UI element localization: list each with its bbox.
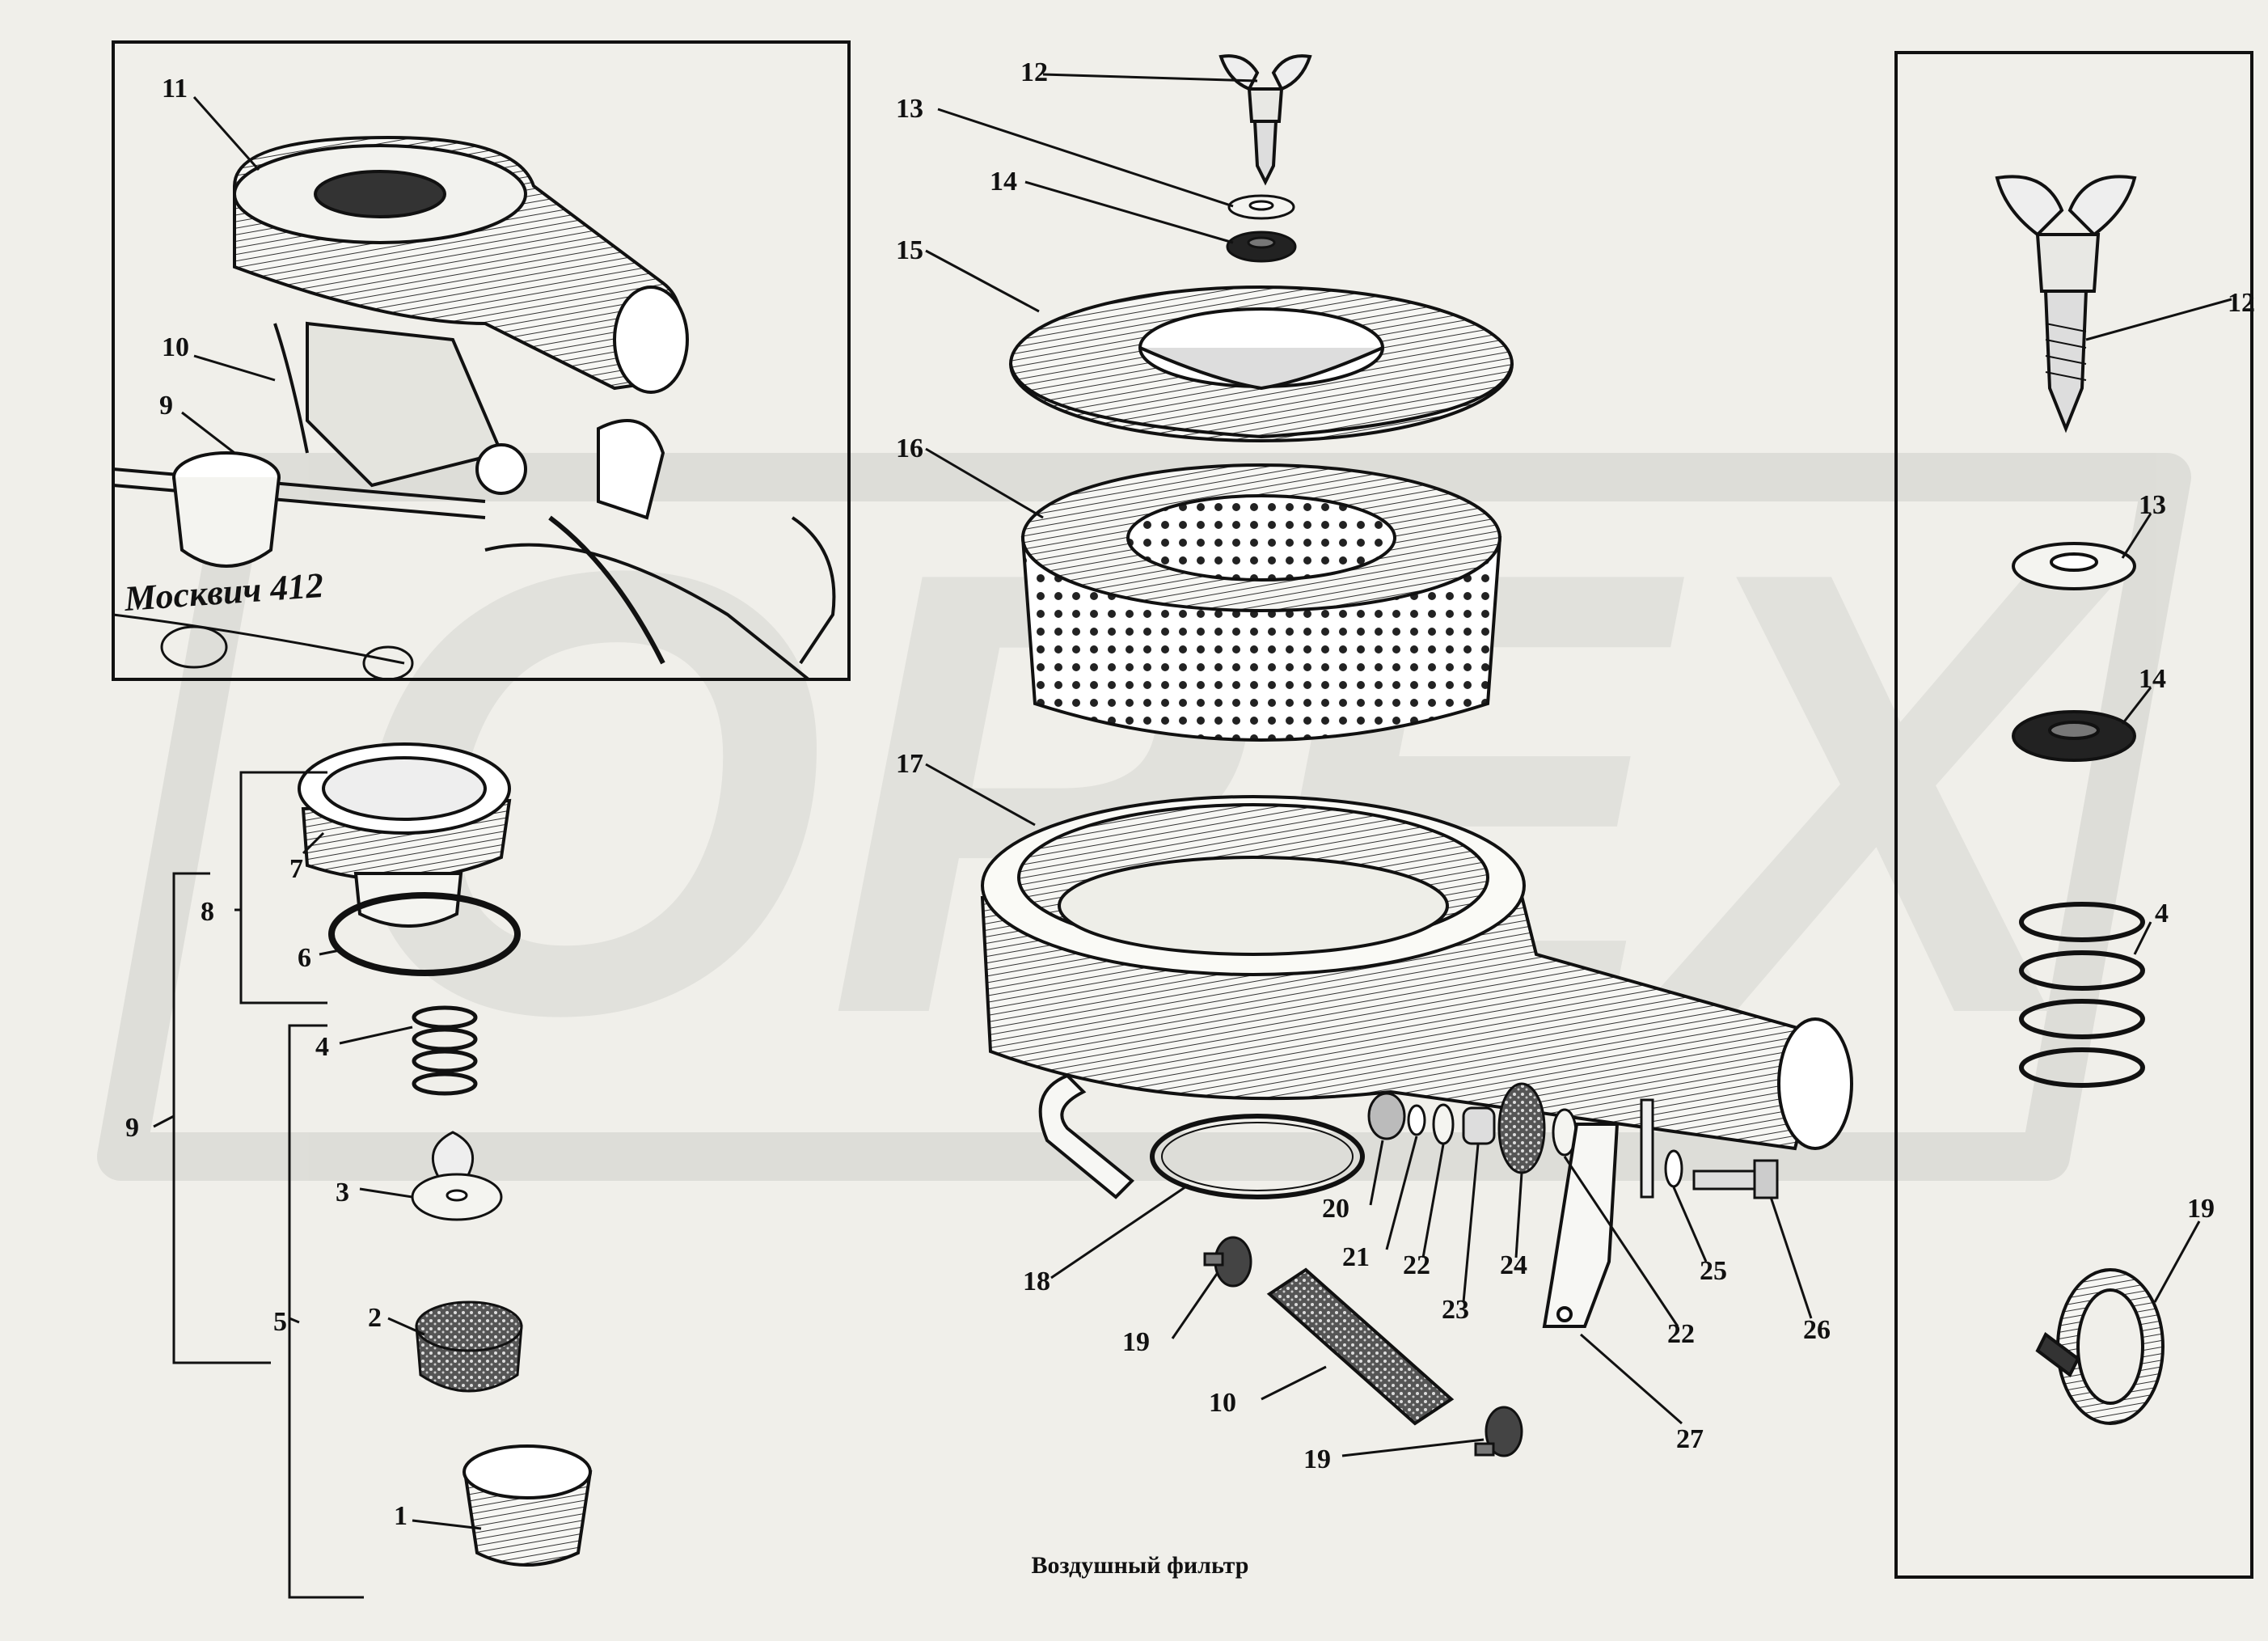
bracket-lines xyxy=(172,771,364,1599)
wing-nut xyxy=(1218,54,1312,186)
cup-1 xyxy=(462,1444,593,1567)
float-valve-3 xyxy=(411,1131,503,1221)
inset-engine-script: Москвич 412 xyxy=(122,565,324,619)
callout-numbers: 12 13 14 15 16 17 18 19 10 19 20 21 22 2… xyxy=(125,57,2255,1531)
filter-element xyxy=(1020,463,1502,742)
callout-23: 23 xyxy=(1442,1295,1469,1325)
callout-22a: 22 xyxy=(1403,1250,1430,1280)
callout-ticks xyxy=(153,908,300,1324)
inset-fuel-filter xyxy=(172,451,281,568)
washer-25 xyxy=(1664,1149,1683,1188)
hose-clamp-19b xyxy=(1474,1406,1523,1457)
figure-caption: Воздушный фильтр xyxy=(1032,1552,1249,1579)
lock-washer-21 xyxy=(1407,1104,1426,1136)
callout-6: 6 xyxy=(298,943,311,973)
callout-14: 14 xyxy=(990,167,1017,197)
callout-9-inset: 9 xyxy=(159,391,173,421)
callout-8: 8 xyxy=(201,897,214,927)
gasket-ring xyxy=(1150,1114,1365,1199)
callout-20: 20 xyxy=(1322,1194,1349,1224)
callout-11: 11 xyxy=(162,74,188,104)
callout-5: 5 xyxy=(273,1307,287,1337)
drain-tube xyxy=(1038,1073,1134,1199)
rubber-washer-large xyxy=(2012,710,2136,762)
inset-air-cleaner-housing xyxy=(233,135,689,394)
callout-26: 26 xyxy=(1803,1315,1831,1345)
spacer-plate xyxy=(1640,1098,1654,1199)
callout-21: 21 xyxy=(1342,1242,1370,1272)
callout-15: 15 xyxy=(896,235,923,265)
callout-27: 27 xyxy=(1676,1424,1704,1454)
inset-engine-block xyxy=(112,613,414,681)
flat-washer-large xyxy=(2012,542,2136,590)
callout-18: 18 xyxy=(1023,1267,1050,1296)
sleeve-23 xyxy=(1462,1106,1496,1145)
detail-panel-right xyxy=(1894,51,2253,1579)
spring-4 xyxy=(412,1005,478,1096)
rubber-bushing-24 xyxy=(1497,1082,1546,1174)
callout-2: 2 xyxy=(368,1303,382,1333)
callout-12-detail: 12 xyxy=(2228,288,2255,318)
wing-nut-large xyxy=(1995,175,2137,434)
filter-cover xyxy=(1009,285,1514,442)
inset-engine-view: Москвич 412 xyxy=(112,40,851,681)
callout-7: 7 xyxy=(289,854,303,884)
filter-mesh-2 xyxy=(415,1301,523,1393)
washer-22a xyxy=(1432,1103,1455,1145)
fuel-bowl-7 xyxy=(298,742,512,928)
callout-22b: 22 xyxy=(1667,1319,1695,1349)
callout-10-inset: 10 xyxy=(162,332,189,362)
callout-10: 10 xyxy=(1209,1388,1236,1418)
callout-4: 4 xyxy=(315,1032,329,1062)
fuel-tube-10 xyxy=(1266,1267,1455,1426)
nut-20 xyxy=(1367,1092,1406,1140)
filter-housing xyxy=(980,795,1853,1151)
callout-12: 12 xyxy=(1020,57,1048,87)
callout-17: 17 xyxy=(896,749,923,779)
callout-1: 1 xyxy=(394,1501,408,1531)
callout-3: 3 xyxy=(336,1178,349,1207)
spring-large xyxy=(2019,902,2145,1088)
callout-4-detail: 4 xyxy=(2155,899,2169,928)
callout-25: 25 xyxy=(1700,1256,1727,1286)
rubber-washer xyxy=(1226,231,1297,263)
callout-19a: 19 xyxy=(1122,1327,1150,1357)
callout-16: 16 xyxy=(896,434,923,463)
flat-washer xyxy=(1227,194,1295,220)
hose-clamp-large xyxy=(2035,1268,2165,1425)
callout-9: 9 xyxy=(125,1113,139,1143)
callout-13-detail: 13 xyxy=(2139,490,2166,520)
callout-19b: 19 xyxy=(1303,1444,1331,1474)
hose-clamp-19a xyxy=(1203,1236,1252,1288)
o-ring-6 xyxy=(328,892,521,976)
callout-19-detail: 19 xyxy=(2187,1194,2215,1224)
bracket-27 xyxy=(1542,1123,1620,1328)
callout-13: 13 xyxy=(896,94,923,124)
bolt-26 xyxy=(1692,1159,1779,1199)
leader-lines xyxy=(181,73,2232,1530)
callout-24: 24 xyxy=(1500,1250,1527,1280)
callout-14-detail: 14 xyxy=(2139,664,2166,694)
